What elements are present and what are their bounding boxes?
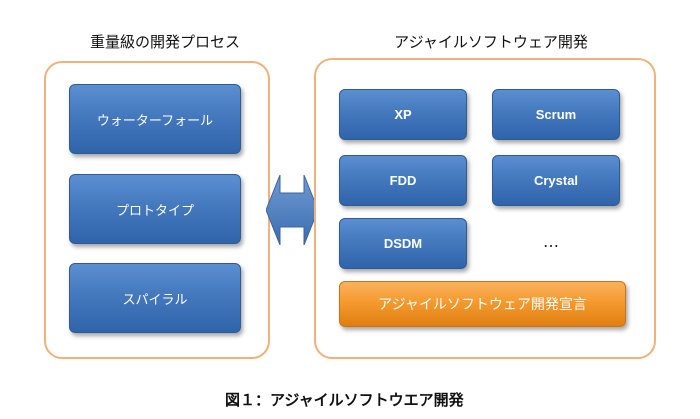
waterfall-box: ウォーターフォール [69,84,241,154]
more-methods-ellipsis: … [543,232,561,251]
dsdm-box: DSDM [339,218,467,269]
prototype-box: プロトタイプ [69,174,241,244]
figure-caption: 図１：アジャイルソフトウエア開発 [225,391,464,409]
double-arrow-icon [266,175,318,245]
spiral-box: スパイラル [69,263,241,333]
scrum-box: Scrum [492,89,620,140]
heavyweight-process-heading: 重量級の開発プロセス [89,33,240,51]
agile-development-heading: アジャイルソフトウェア開発 [394,33,588,51]
agile-manifesto-box: アジャイルソフトウェア開発宣言 [339,281,626,327]
fdd-box: FDD [339,155,467,206]
xp-box: XP [339,89,467,140]
crystal-box: Crystal [492,155,620,206]
